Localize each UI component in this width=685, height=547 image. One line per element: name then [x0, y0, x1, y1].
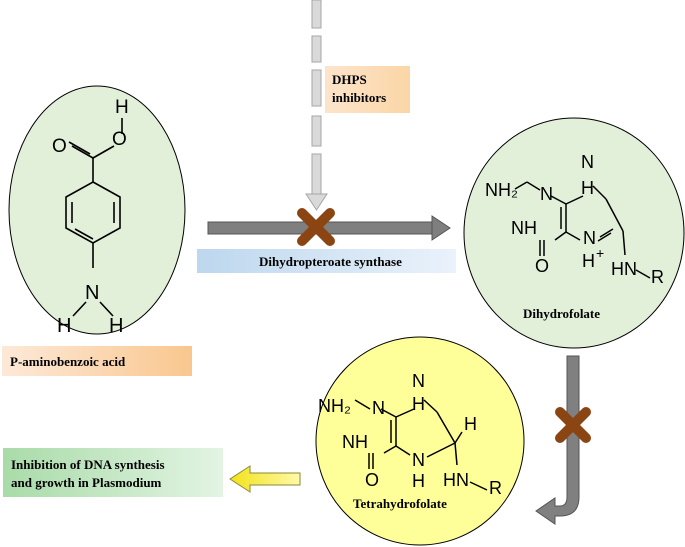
inhibition-label-line2: and growth in Plasmodium — [11, 475, 162, 490]
dhf-r: R — [651, 267, 664, 287]
dhps-label-line2: inhibitors — [332, 90, 387, 105]
paba-h-left: H — [57, 315, 71, 337]
block-x-icon — [555, 407, 591, 443]
thf-nh2: NH₂ — [318, 396, 351, 416]
dashed-down-arrow-icon — [305, 0, 328, 211]
enzyme-box — [197, 249, 456, 273]
paba-o-carbonyl: O — [52, 136, 67, 157]
dihydrofolate-label: Dihydrofolate — [523, 306, 600, 321]
thf-n-top: N — [412, 371, 425, 391]
dhf-h-top: H — [581, 178, 594, 198]
dihydrofolate-structure — [514, 181, 651, 279]
paba-label-box — [2, 346, 192, 376]
thf-r: R — [489, 478, 502, 498]
dhf-n-plus: N — [583, 228, 596, 248]
paba-circle — [8, 85, 186, 335]
dihydrofolate-circle — [463, 117, 685, 349]
paba-h-top: H — [115, 97, 129, 118]
dhps-inhibitors-box — [325, 66, 410, 113]
block-x-icon — [297, 208, 335, 246]
thf-h-top: H — [412, 394, 425, 414]
left-arrow-icon — [229, 465, 301, 493]
dhf-plus: + — [596, 245, 604, 261]
paba-h-right: H — [109, 315, 123, 337]
paba-label: P-aminobenzoic acid — [10, 354, 126, 369]
dhf-n1: N — [540, 184, 553, 204]
bent-arrow-icon — [535, 355, 580, 525]
inhibition-box — [3, 448, 223, 497]
dhf-hn: HN — [611, 259, 637, 279]
paba-structure — [65, 118, 123, 317]
dhf-o: O — [535, 256, 549, 276]
dhps-label-line1: DHPS — [332, 72, 367, 87]
enzyme-label: Dihydropteroate synthase — [259, 254, 402, 269]
thf-o: O — [365, 470, 379, 490]
thf-hn: HN — [443, 470, 469, 490]
paba-o-hydroxyl: O — [112, 129, 127, 150]
inhibition-label-line1: Inhibition of DNA synthesis — [11, 457, 165, 472]
dhf-n-top: N — [581, 152, 594, 172]
thf-h-c6: H — [464, 414, 477, 434]
tetrahydrofolate-structure — [354, 399, 488, 491]
dhf-nh2: NH₂ — [485, 180, 518, 200]
tetrahydrofolate-label: Tetrahydrofolate — [353, 496, 447, 511]
paba-n: N — [85, 282, 99, 304]
thf-nh-ring: NH — [342, 432, 368, 452]
thf-n-low: N — [412, 450, 425, 470]
dhf-h-plus: H — [582, 251, 595, 271]
dhf-nh-ring: NH — [511, 218, 537, 238]
tetrahydrofolate-circle — [315, 336, 525, 546]
thf-n1: N — [372, 398, 385, 418]
thf-h-low: H — [412, 471, 425, 491]
